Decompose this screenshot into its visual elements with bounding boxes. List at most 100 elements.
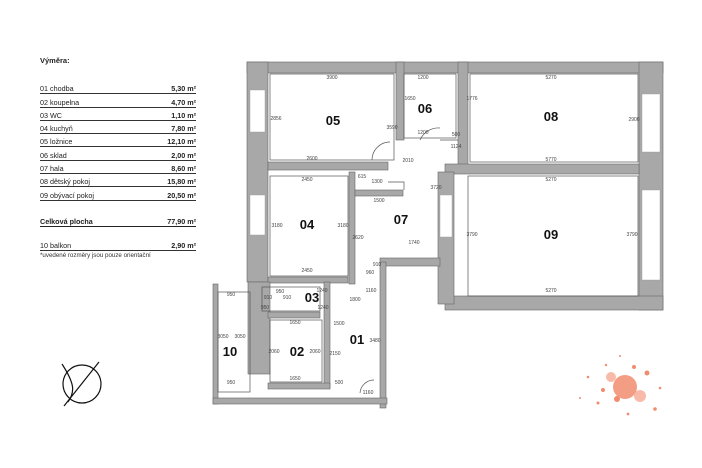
dimension-label: 3180 [271,223,282,229]
dimension-label: 1240 [317,305,328,311]
room-number: 01 [350,332,364,347]
legend-balcony-label: 10 balkon [40,241,72,251]
room-number: 08 [544,109,558,124]
dimension-label: 5270 [545,177,556,183]
legend-room-label: 09 obývací pokoj [40,190,94,200]
dimension-label: 3790 [466,232,477,238]
legend-room-label: 07 hala [40,164,64,174]
dimension-label: 1776 [466,96,477,102]
dimension-label: 1240 [316,288,327,294]
legend-room-row: 09 obývací pokoj 20,50 m² [40,187,196,201]
legend-room-area: 15,80 m² [167,177,196,187]
legend-room-area: 7,80 m² [171,124,196,134]
dimension-label: 2620 [352,235,363,241]
north-arrow-icon [61,361,102,407]
dimension-label: 5270 [545,288,556,294]
dimension-label: 5270 [545,75,556,81]
dimension-label: 2600 [306,156,317,162]
room-number: 04 [300,217,315,232]
dimension-label: 5770 [545,157,556,163]
dimension-label: 2060 [309,349,320,355]
legend-room-row: 03 WC 1,10 m² [40,108,196,121]
dimension-label: 1200 [417,75,428,81]
dimension-label: 3790 [626,232,637,238]
dimension-label: 910 [264,295,273,301]
dimension-label: 3180 [337,223,348,229]
legend-room-area: 20,50 m² [167,190,196,200]
legend-balcony-value: 2,90 m² [171,241,196,251]
dimension-label: 1800 [349,297,360,303]
dimension-label: 1500 [373,198,384,204]
legend-room-label: 03 WC [40,110,62,120]
legend-room-area: 1,10 m² [171,110,196,120]
dimension-label: 2856 [270,116,281,122]
legend-room-row: 08 dětský pokoj 15,80 m² [40,174,196,188]
dimension-label: 1124 [451,144,462,150]
legend-total-value: 77,90 m² [167,216,196,226]
legend-room-area: 12,10 m² [167,137,196,147]
dimension-label: 2900 [628,117,639,123]
legend-room-area: 5,30 m² [171,84,196,94]
dimension-label: 2060 [268,349,279,355]
legend-room-area: 4,70 m² [171,97,196,107]
legend-title: Výměra: [40,56,70,65]
dimension-label: 910 [283,295,292,301]
dimension-label: 2150 [329,351,340,357]
dimension-label: 3590 [386,125,397,131]
dimension-label: 1740 [408,240,419,246]
dimension-label: 1650 [289,376,300,382]
dimension-label: 2450 [301,268,312,274]
legend-room-row: 04 kuchyň 7,80 m² [40,121,196,135]
legend-room-label: 06 sklad [40,150,67,160]
legend-room-label: 02 koupelna [40,97,80,107]
legend-total-label: Celková plocha [40,216,93,226]
dimension-label: 3050 [217,334,228,340]
legend-room-row: 05 ložnice 12,10 m² [40,134,196,148]
dimension-label: 910 [373,262,382,268]
room-number: 09 [544,227,558,242]
dimension-label: 500 [452,132,461,138]
dimension-label: 950 [227,380,236,386]
room-number: 10 [223,344,237,359]
room-number: 05 [326,113,340,128]
dimension-label: 615 [358,174,367,180]
room-number: 06 [418,101,432,116]
dimension-label: 2010 [402,158,413,164]
legend-room-row: 06 sklad 2,00 m² [40,147,196,161]
legend-balcony-row: 10 balkon 2,90 m² [40,238,196,252]
dimension-label: 2450 [301,177,312,183]
dimension-label: 960 [366,270,375,276]
dimension-label: 1200 [417,130,428,136]
dimension-label: 1300 [371,179,382,185]
legend-total-row: Celková plocha 77,90 m² [40,214,196,227]
dimension-label: 3050 [234,334,245,340]
legend-room-row: 02 koupelna 4,70 m² [40,94,196,108]
dimension-label: 3480 [369,338,380,344]
inner-partitions [217,73,639,394]
legend-room-area: 8,60 m² [171,164,196,174]
room-number-labels: 05 06 08 04 07 09 03 01 02 10 [223,101,558,359]
legend-note: *uvedené rozměry jsou pouze orientační [40,252,151,260]
legend-room-label: 04 kuchyň [40,124,73,134]
room-number: 07 [394,212,408,227]
room-number: 03 [305,290,319,305]
legend-room-label: 08 dětský pokoj [40,177,90,187]
windows [249,89,661,281]
dimension-label: 950 [276,289,285,295]
dimension-label: 1500 [333,321,344,327]
dimension-labels: 3900 1200 5270 1650 1200 1776 2900 2856 3590 500 1… [217,75,639,396]
dimension-label: 500 [335,380,344,386]
walls [212,61,664,409]
dimension-label: 3720 [430,185,441,191]
dimension-label: 3900 [326,75,337,81]
legend-room-label: 05 ložnice [40,137,73,147]
room-number: 02 [290,344,304,359]
dimension-label: 950 [261,305,270,311]
dimension-label: 1160 [366,288,377,294]
legend-room-area: 2,00 m² [171,150,196,160]
legend-room-row: 07 hala 8,60 m² [40,161,196,175]
